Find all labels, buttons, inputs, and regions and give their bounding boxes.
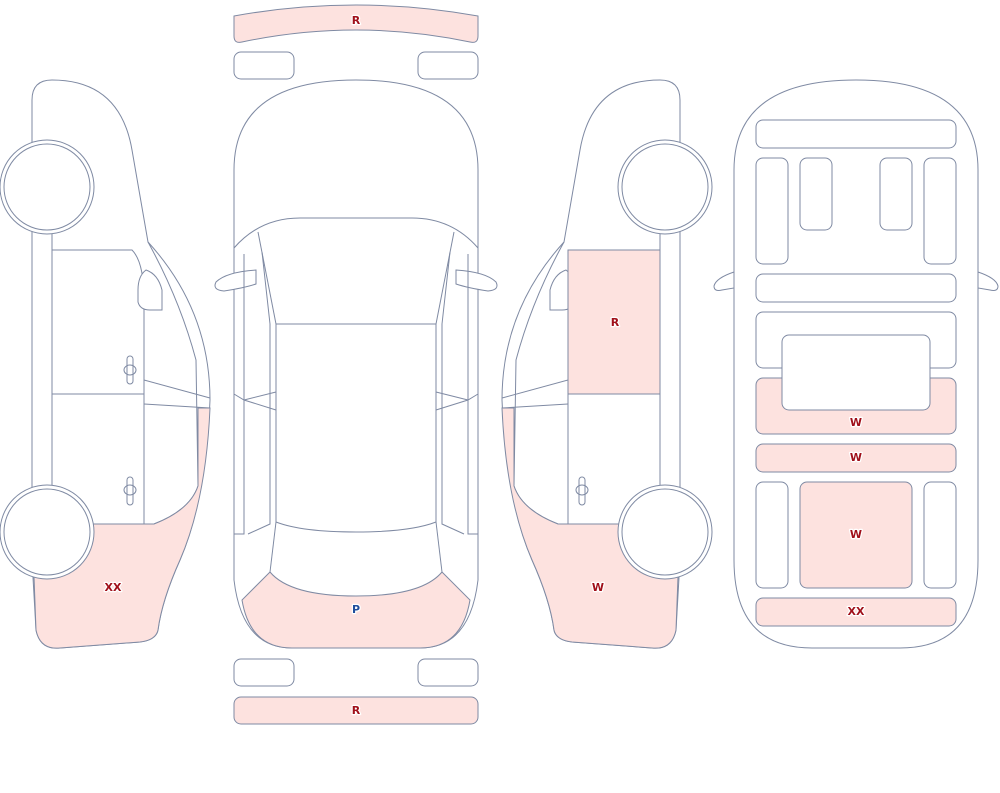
left-front-handle[interactable] [126,355,134,385]
right-front-seat[interactable] [879,157,913,231]
left-front-footwell[interactable] [755,157,789,265]
trunk-floor[interactable] [799,481,913,589]
front-bumper-mark: R [352,14,361,27]
left-rear-handle[interactable] [126,476,134,506]
interior-view: W W W XX [713,79,999,649]
rear-bumper-panel[interactable] [233,696,479,725]
top-view: R P R [214,4,498,725]
windshield[interactable] [233,217,479,249]
trunk-panel[interactable] [241,571,471,649]
right-front-door-mark: R [611,316,620,329]
dashboard[interactable] [755,119,957,149]
left-taillight[interactable] [233,658,295,687]
right-taillight[interactable] [417,658,479,687]
right-mirror[interactable] [455,269,498,292]
trunk-floor-mark: W [850,528,862,541]
center-console[interactable] [781,334,931,411]
rear-floor-mark: W [850,416,862,429]
rear-bumper-mark: R [352,704,361,717]
left-front-seat[interactable] [799,157,833,231]
rear-crossmember-mark: W [850,451,862,464]
center-crossmember[interactable] [755,273,957,303]
right-rear-side-panel[interactable] [923,481,957,589]
left-rear-quarter[interactable] [31,407,211,649]
rear-crossmember[interactable] [755,443,957,473]
right-rear-quarter[interactable] [501,407,681,649]
right-rear-handle[interactable] [578,476,586,506]
left-mirror[interactable] [214,269,257,292]
left-side-view: XX [0,79,211,649]
right-headlight[interactable] [417,51,479,80]
left-rear-side-panel[interactable] [755,481,789,589]
left-rear-quarter-mark: XX [105,581,122,594]
right-front-footwell[interactable] [923,157,957,265]
left-side-mirror[interactable] [137,269,163,311]
rear-panel[interactable] [755,597,957,627]
right-rear-quarter-mark: W [592,581,604,594]
right-side-view: R W [501,79,713,649]
trunk-mark: P [352,603,360,616]
front-bumper-panel[interactable] [233,4,479,43]
left-headlight[interactable] [233,51,295,80]
roof-panel[interactable] [275,323,437,533]
right-front-door[interactable] [567,249,661,395]
rear-panel-mark: XX [848,605,865,618]
